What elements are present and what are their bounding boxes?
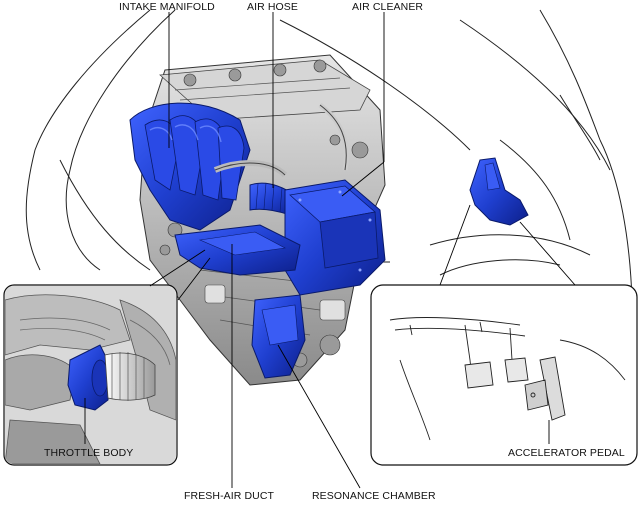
label-accelerator-pedal: ACCELERATOR PEDAL: [508, 447, 625, 459]
accelerator-bracket-shape: [469, 157, 529, 226]
label-air-hose: AIR HOSE: [247, 1, 298, 13]
engine-hoses: [213, 103, 349, 178]
resonance-chamber-shape: [251, 294, 306, 379]
label-air-cleaner: AIR CLEANER: [352, 1, 424, 13]
accelerator-pedal-callout: [370, 284, 638, 466]
label-throttle-body: THROTTLE BODY: [44, 447, 134, 459]
label-resonance-chamber: RESONANCE CHAMBER: [312, 490, 436, 502]
callout-connectors: [149, 204, 576, 301]
label-leaders: [84, 12, 550, 489]
label-fresh-air-duct: FRESH-AIR DUCT: [184, 490, 275, 502]
air-cleaner-shape: [284, 179, 386, 296]
label-intake-manifold: INTAKE MANIFOLD: [119, 1, 215, 13]
throttle-body-callout: [3, 284, 178, 466]
intake-manifold-shape: [129, 102, 251, 231]
